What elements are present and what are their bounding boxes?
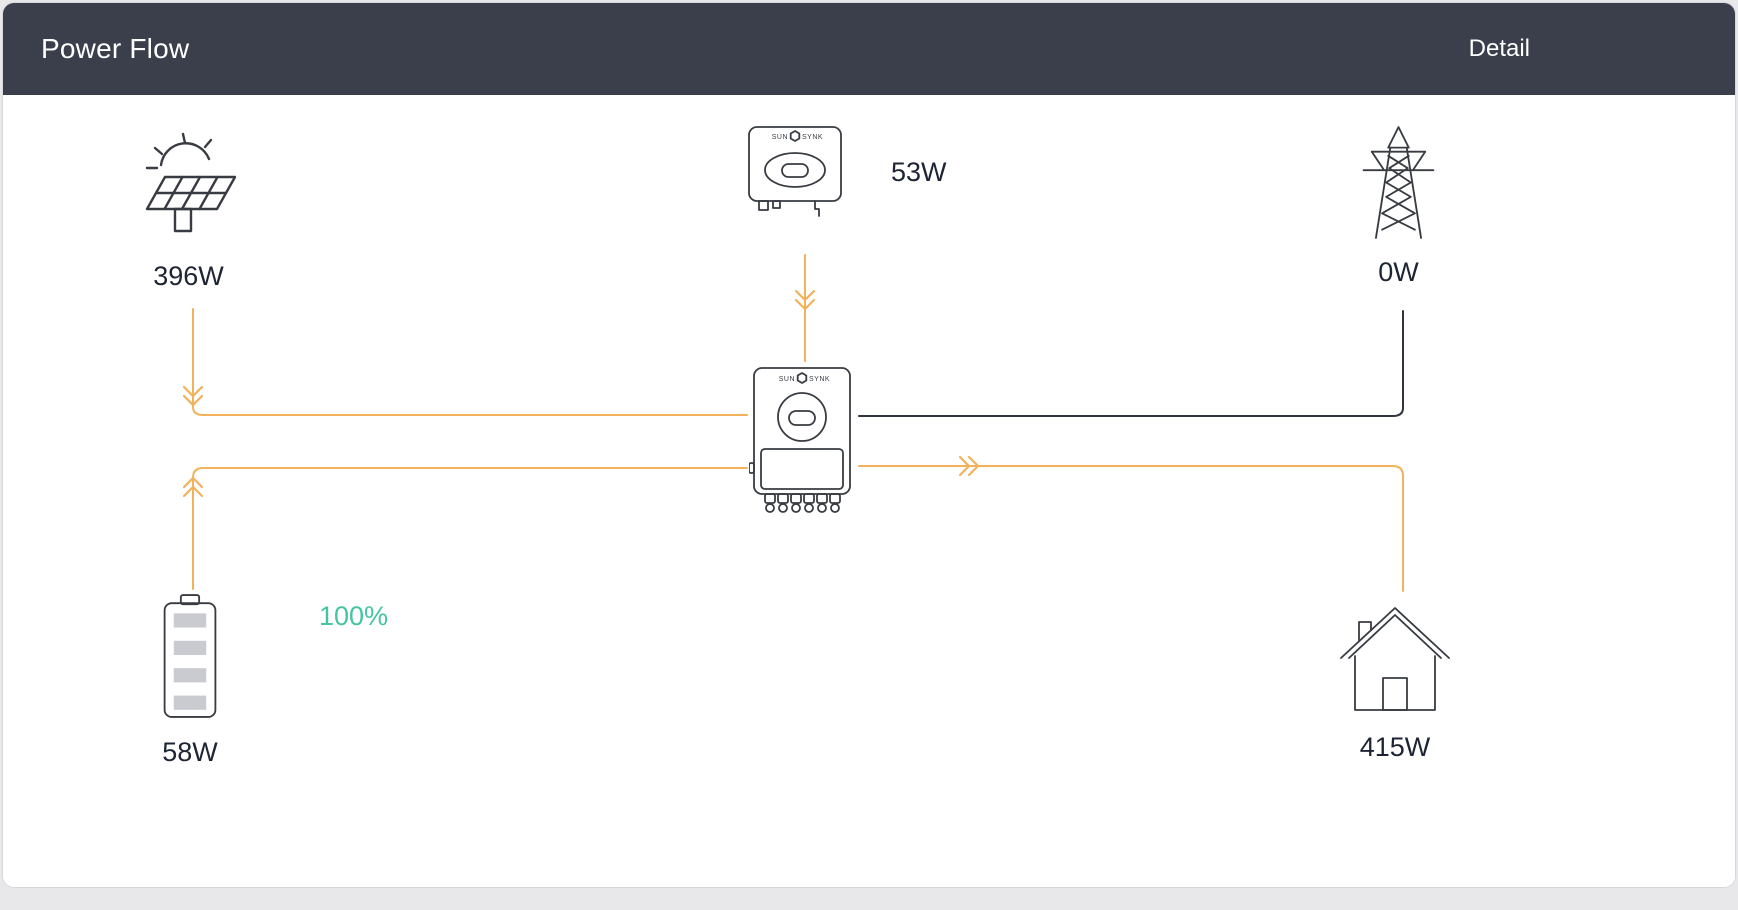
page-title: Power Flow [41, 33, 190, 64]
battery-node: 58W [155, 593, 225, 768]
grid-power-value: 0W [1378, 257, 1419, 287]
aux-inverter-node: SUN SYNK 53W [745, 123, 947, 221]
brand-text-right: SYNK [802, 134, 823, 141]
brand-text-left: SUN [772, 134, 788, 141]
grid-node: 0W [1351, 123, 1446, 288]
load-node: 415W [1335, 598, 1455, 763]
solar-node: 396W [131, 125, 246, 292]
flow-canvas: 396W SUN SYNK [3, 95, 1735, 887]
battery-icon [155, 593, 225, 721]
inverter-icon: SUN SYNK [749, 365, 855, 517]
inverter-node: SUN SYNK [749, 365, 855, 517]
grid-pylon-icon [1351, 123, 1446, 241]
solar-power-value: 396W [153, 261, 224, 291]
battery-power-value: 58W [162, 737, 218, 767]
micro-inverter-icon: SUN SYNK [745, 123, 845, 221]
header: Power Flow Detail [3, 3, 1735, 95]
battery-soc-value: 100% [319, 601, 389, 631]
brand-text-right: SYNK [809, 376, 830, 383]
load-power-value: 415W [1359, 732, 1431, 762]
aux-inverter-power-value: 53W [891, 156, 947, 187]
brand-text-left: SUN [779, 376, 795, 383]
house-icon [1335, 598, 1455, 716]
detail-button[interactable]: Detail [1468, 35, 1530, 62]
power-flow-card: Power Flow Detail [2, 2, 1736, 888]
solar-panel-icon [131, 125, 246, 245]
